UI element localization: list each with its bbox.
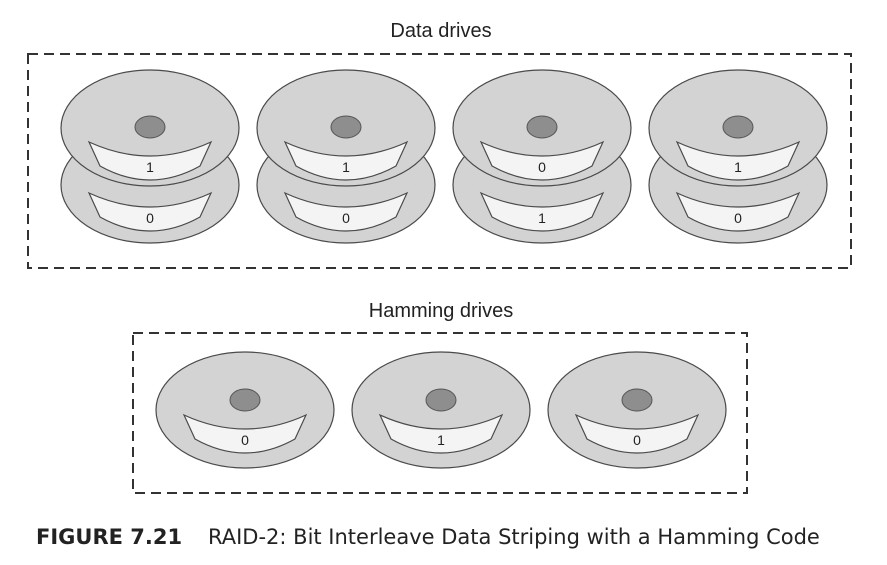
label-sector — [378, 413, 504, 454]
label-sector — [87, 191, 213, 232]
spindle-hub-icon — [330, 115, 362, 139]
hamming-drive: 0 — [547, 351, 727, 469]
spindle-hub-icon — [425, 388, 457, 412]
top-bit: 1 — [342, 159, 350, 175]
spindle-hub-icon — [134, 115, 166, 139]
label-sector — [283, 140, 409, 181]
label-sector — [479, 140, 605, 181]
spindle-hub-icon — [722, 115, 754, 139]
bottom-bit: 0 — [146, 210, 154, 226]
hamming-drive: 0 — [155, 351, 335, 469]
bottom-bit: 1 — [538, 210, 546, 226]
data-drive: 01 — [60, 69, 240, 244]
data-drive: 01 — [648, 69, 828, 244]
figure-caption: RAID-2: Bit Interleave Data Striping wit… — [208, 525, 820, 549]
hamming-drives-box — [132, 332, 748, 494]
label-sector — [574, 413, 700, 454]
data-drive: 10 — [452, 69, 632, 244]
spindle-hub-icon — [621, 388, 653, 412]
data-drives-label: Data drives — [390, 20, 491, 42]
parity-bit: 1 — [437, 432, 445, 448]
hamming-drives-group: 0 1 0 — [155, 351, 727, 469]
spindle-hub-icon — [526, 115, 558, 139]
label-sector — [675, 191, 801, 232]
parity-bit: 0 — [633, 432, 641, 448]
label-sector — [182, 413, 308, 454]
hamming-drive: 1 — [351, 351, 531, 469]
hamming-drives-label: Hamming drives — [369, 300, 513, 322]
parity-bit: 0 — [241, 432, 249, 448]
label-sector — [87, 140, 213, 181]
label-sector — [675, 140, 801, 181]
top-bit: 1 — [734, 159, 742, 175]
bottom-bit: 0 — [342, 210, 350, 226]
top-bit: 0 — [538, 159, 546, 175]
label-sector — [479, 191, 605, 232]
data-drive: 01 — [256, 69, 436, 244]
data-drives-box — [27, 53, 852, 269]
spindle-hub-icon — [229, 388, 261, 412]
bottom-bit: 0 — [734, 210, 742, 226]
label-sector — [283, 191, 409, 232]
top-bit: 1 — [146, 159, 154, 175]
figure-number: FIGURE 7.21 — [36, 525, 182, 549]
